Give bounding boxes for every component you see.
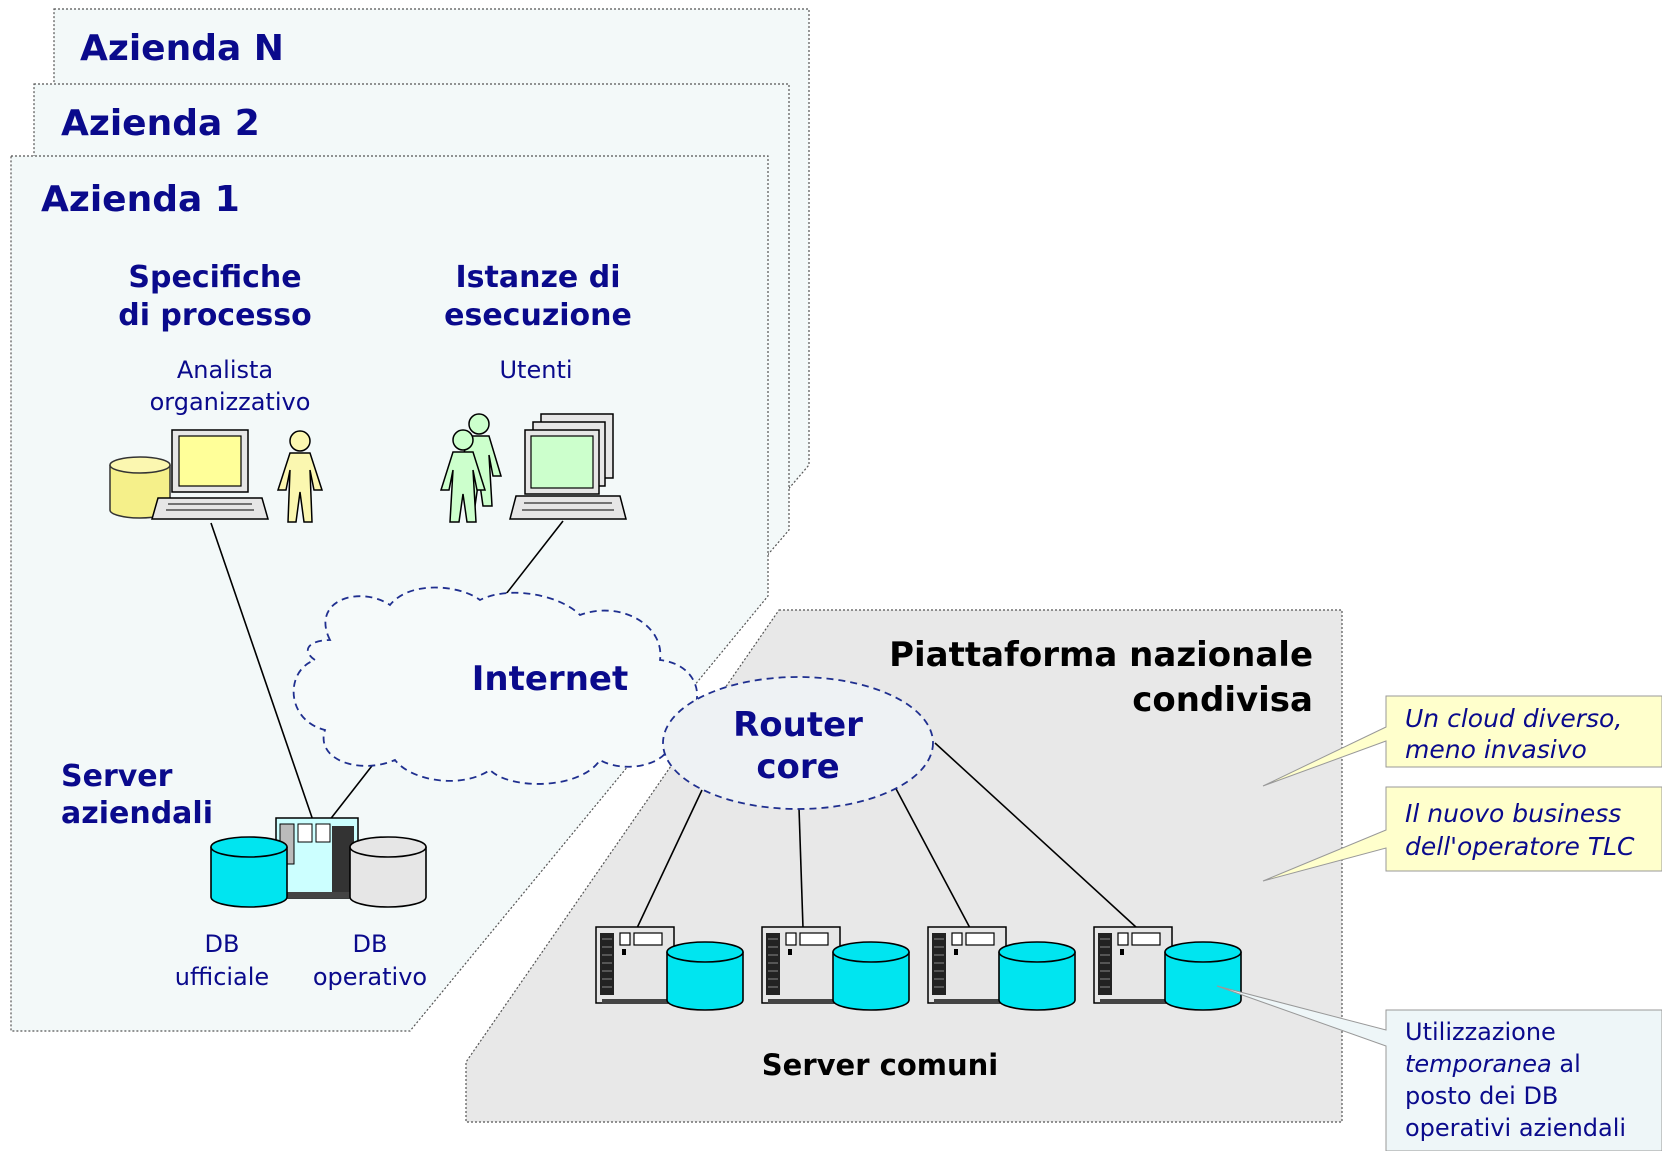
db-official-label: DB [205,930,240,958]
cloud-icon [292,586,698,785]
shared-server-3 [927,926,1076,1011]
db-operational-icon [349,836,427,908]
shared-server-4 [1093,926,1242,1011]
platform-title: Piattaforma nazionale [889,635,1313,675]
router-core [662,676,934,810]
callout-business-text: Il nuovo business [1405,799,1621,828]
shared-server-1 [595,926,744,1011]
link-router-server-4 [934,742,1138,929]
db-operational-label-2: operativo [313,963,427,991]
platform-title-2: condivisa [1132,680,1313,720]
analyst-role-2: organizzativo [150,388,311,416]
callout-cloud: Un cloud diverso, meno invasivo [1262,695,1662,787]
users-role: Utenti [499,356,572,384]
process-specs-title: Specifiche [128,260,301,295]
link-router-server-1 [636,789,703,929]
link-router-server-3 [893,784,971,929]
company-1-label: Azienda 1 [41,179,240,220]
person-icon [276,430,324,523]
shared-server-2 [761,926,910,1011]
execution-instances-title: Istanze di [456,260,621,295]
callout-business-text-2: dell'operatore TLC [1405,832,1635,861]
company-panel-1 [10,155,769,1032]
db-official-icon [210,836,288,908]
callout-cloud-text: Un cloud diverso, [1405,704,1622,733]
server-icon [275,817,359,899]
desktop-computer-icon [509,413,627,520]
callout-usage-text-2: temporanea al [1405,1050,1581,1078]
callout-usage-text-3: posto dei DB [1405,1082,1558,1110]
company-servers-title: Server [61,759,173,794]
router-label: Router [733,705,863,745]
callout-usage-text: Utilizzazione [1405,1018,1556,1046]
company-n-label: Azienda N [80,28,284,69]
internet-label: Internet [472,659,628,699]
company-servers-title-2: aziendali [61,796,213,831]
shared-servers-label: Server comuni [762,1048,998,1082]
execution-instances-title-2: esecuzione [444,298,632,333]
callout-cloud-text-2: meno invasivo [1405,735,1587,764]
process-specs-title-2: di processo [118,298,312,333]
db-official-label-2: ufficiale [175,963,269,991]
callout-business: Il nuovo business dell'operatore TLC [1262,786,1662,882]
router-label-2: core [756,747,839,787]
callout-usage: Utilizzazione temporanea al posto dei DB… [1216,985,1662,1151]
laptop-icon [151,429,269,520]
people-icon [439,413,503,523]
database-icon [109,456,171,519]
link-router-server-2 [798,807,804,929]
callout-usage-text-4: operativi aziendali [1405,1114,1626,1142]
link-analyst-server [210,522,319,836]
company-2-label: Azienda 2 [61,103,260,144]
analyst-role: Analista [177,356,273,384]
db-operational-label: DB [353,930,388,958]
